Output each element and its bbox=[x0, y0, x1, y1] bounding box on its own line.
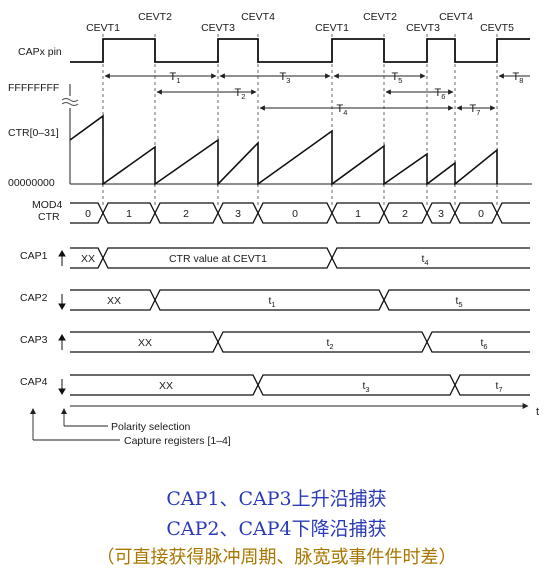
cap2-value: t5 bbox=[455, 295, 462, 309]
ctr-zero-label: 00000000 bbox=[8, 177, 55, 189]
time-axis-label: t bbox=[536, 406, 539, 418]
capture-registers-legend: Capture registers [1–4] bbox=[124, 435, 231, 447]
period-label: T1 bbox=[170, 71, 181, 85]
mod4-label: MOD4 bbox=[32, 199, 62, 211]
event-label: CEVT3 bbox=[201, 22, 235, 34]
cap1-bus bbox=[70, 247, 530, 269]
event-label: CEVT3 bbox=[406, 22, 440, 34]
cap2-bus bbox=[70, 289, 530, 311]
period-label: T5 bbox=[392, 71, 403, 85]
event-labels: CEVT1 CEVT2 CEVT3 CEVT4 CEVT1 CEVT2 CEVT… bbox=[86, 11, 514, 34]
cap4-bus bbox=[70, 374, 530, 396]
mod4-values: 0 1 2 3 0 1 2 3 0 bbox=[85, 208, 484, 220]
cap4-value: XX bbox=[159, 380, 173, 392]
period-label: T6 bbox=[435, 87, 446, 101]
legend-pointers bbox=[32, 410, 120, 441]
cap4-values: XX t3 t7 bbox=[159, 380, 503, 394]
mod4-value: 0 bbox=[292, 208, 298, 220]
mod4-value: 0 bbox=[85, 208, 91, 220]
period-label: T3 bbox=[280, 71, 291, 85]
mod4-ctr-label: CTR bbox=[38, 211, 60, 223]
rising-edge-icon bbox=[58, 250, 66, 266]
mod4-value: 3 bbox=[438, 208, 444, 220]
mod4-value: 1 bbox=[355, 208, 361, 220]
cap4-value: t7 bbox=[495, 380, 502, 394]
signal-labels: CAPx pin FFFFFFFF CTR[0–31] 00000000 MOD… bbox=[8, 46, 62, 388]
mod4-value: 3 bbox=[235, 208, 241, 220]
ctr-label: CTR[0–31] bbox=[8, 127, 59, 139]
timing-diagram: CEVT1 CEVT2 CEVT3 CEVT4 CEVT1 CEVT2 CEVT… bbox=[8, 11, 539, 447]
polarity-indicators bbox=[58, 250, 66, 395]
mod4-value: 1 bbox=[126, 208, 132, 220]
mod4-value: 0 bbox=[478, 208, 484, 220]
cap1-value: t4 bbox=[421, 253, 428, 267]
event-label: CEVT1 bbox=[86, 22, 120, 34]
mod4-value: 2 bbox=[183, 208, 189, 220]
period-label: T4 bbox=[337, 103, 348, 117]
period-label: T2 bbox=[235, 87, 246, 101]
cap1-value: CTR value at CEVT1 bbox=[169, 253, 267, 265]
arrow-up-icon bbox=[30, 408, 36, 414]
event-label: CEVT2 bbox=[138, 11, 172, 23]
event-label: CEVT1 bbox=[315, 22, 349, 34]
cap1-label: CAP1 bbox=[20, 250, 48, 262]
falling-edge-icon bbox=[58, 294, 66, 310]
event-label: CEVT2 bbox=[363, 11, 397, 23]
event-label: CEVT4 bbox=[241, 11, 275, 23]
arrow-up-icon bbox=[61, 408, 67, 414]
polarity-legend: Polarity selection bbox=[111, 421, 191, 433]
legend-arrows bbox=[30, 408, 67, 414]
period-label: T8 bbox=[513, 71, 524, 85]
cap-pin-waveform bbox=[70, 38, 530, 63]
period-label: T7 bbox=[470, 103, 481, 117]
cap2-values: XX t1 t5 bbox=[107, 295, 463, 309]
caption-falling-edge: CAP2、CAP4下降沿捕获 bbox=[166, 518, 387, 540]
cap3-value: t6 bbox=[480, 337, 487, 351]
event-label: CEVT5 bbox=[480, 22, 514, 34]
cap3-value: t2 bbox=[326, 337, 333, 351]
cap3-label: CAP3 bbox=[20, 334, 48, 346]
cap1-values: XX CTR value at CEVT1 t4 bbox=[81, 253, 429, 267]
cap2-value: t1 bbox=[268, 295, 275, 309]
cap1-value: XX bbox=[81, 253, 95, 265]
caption-rising-edge: CAP1、CAP3上升沿捕获 bbox=[166, 488, 387, 510]
axis-break-icon bbox=[61, 98, 79, 106]
falling-edge-icon bbox=[58, 379, 66, 395]
cap4-value: t3 bbox=[362, 380, 369, 394]
cap2-label: CAP2 bbox=[20, 292, 48, 304]
cap2-value: XX bbox=[107, 295, 121, 307]
cap3-values: XX t2 t6 bbox=[138, 337, 488, 351]
mod4-value: 2 bbox=[402, 208, 408, 220]
period-labels: T1 T2 T3 T4 T5 T6 T7 T8 bbox=[170, 71, 524, 117]
cap3-value: XX bbox=[138, 337, 152, 349]
cap3-bus bbox=[70, 331, 530, 353]
caption-note: （可直接获得脉冲周期、脉宽或事件件时差） bbox=[96, 547, 457, 568]
cap-pin-label: CAPx pin bbox=[18, 46, 62, 58]
ctr-sawtooth bbox=[69, 114, 498, 186]
cap4-label: CAP4 bbox=[20, 376, 48, 388]
rising-edge-icon bbox=[58, 334, 66, 350]
ctr-max-label: FFFFFFFF bbox=[8, 82, 59, 94]
event-label: CEVT4 bbox=[439, 11, 473, 23]
mod4-bus bbox=[70, 202, 530, 224]
period-arrows bbox=[104, 73, 530, 111]
event-guides bbox=[102, 34, 498, 208]
